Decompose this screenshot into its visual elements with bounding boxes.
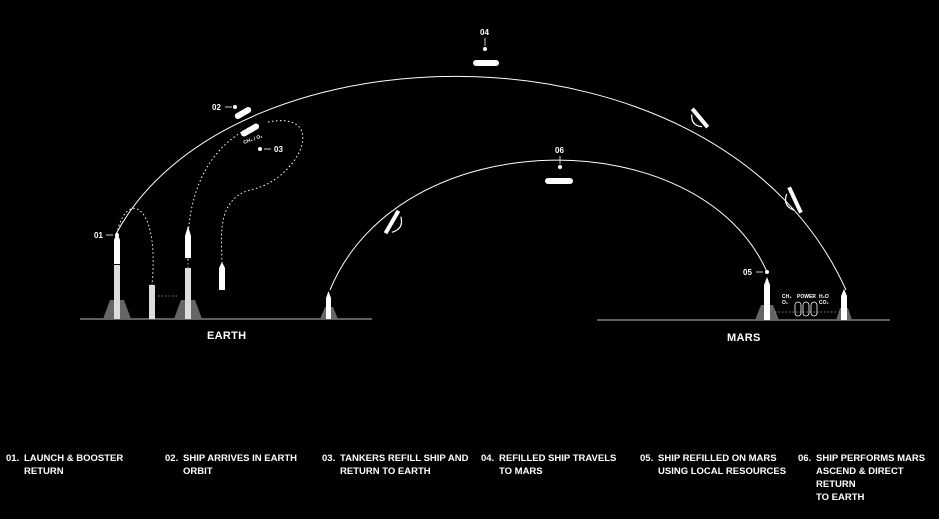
- step-text: SHIP REFILLED ON MARS USING LOCAL RESOUR…: [658, 453, 787, 477]
- return-trajectory: [329, 159, 768, 291]
- marker-03: 03: [258, 145, 283, 154]
- marker-02: 02: [212, 103, 237, 112]
- tanker-landing: [219, 262, 225, 290]
- ship-in-earth-orbit: [234, 107, 252, 119]
- step-number: 02.: [165, 453, 179, 464]
- marker-05: 05: [743, 268, 769, 277]
- step-text: REFILLED SHIP TRAVELS TO MARS: [499, 453, 617, 477]
- marker-06: 06: [555, 146, 564, 169]
- marker-01: 01: [94, 231, 119, 240]
- mars-propellant-plant: [775, 301, 836, 317]
- svg-text:01: 01: [94, 231, 103, 240]
- mars-power-label: POWER: [797, 294, 816, 300]
- step-number: 03.: [322, 453, 336, 464]
- step-text: SHIP ARRIVES IN EARTH ORBIT: [183, 453, 298, 477]
- ship-descent-1: [690, 107, 710, 129]
- earth-label: EARTH: [207, 330, 246, 342]
- step-text: TANKERS REFILL SHIP AND RETURN TO EARTH: [340, 453, 469, 477]
- ship-return-transit: [545, 178, 573, 184]
- mars-label: MARS: [727, 332, 761, 344]
- svg-text:03: 03: [274, 145, 283, 154]
- step-text: SHIP PERFORMS MARS ASCEND & DIRECT RETUR…: [816, 453, 926, 503]
- step-number: 05.: [640, 453, 654, 464]
- step-number: 06.: [798, 453, 812, 464]
- outbound-trajectory: [115, 75, 847, 291]
- step-number: 04.: [481, 453, 495, 464]
- mars-ch4-label: CH₄: [782, 294, 792, 300]
- svg-text:02: 02: [212, 103, 221, 112]
- svg-text:06: 06: [555, 146, 564, 155]
- tanker-ship: [240, 123, 260, 137]
- svg-text:05: 05: [743, 268, 752, 277]
- svg-text:04: 04: [480, 28, 489, 37]
- ship-earth-reentry: [383, 209, 403, 235]
- ship-descent-2: [784, 186, 803, 214]
- tanker-ascent-path: [187, 129, 246, 261]
- mars-ship-on-pad: [755, 277, 779, 320]
- mars-co2-label: CO₂: [819, 300, 829, 306]
- tanker-return-path: [220, 120, 304, 266]
- booster-landed: [149, 285, 155, 319]
- mars-ship-launch: [836, 289, 852, 320]
- earth-launch-stack-2: [174, 226, 202, 319]
- marker-04: 04: [480, 28, 489, 51]
- step-number: 01.: [6, 453, 20, 464]
- earth-launch-stack-1: [103, 232, 131, 319]
- mars-o2-label: O₂: [782, 300, 788, 306]
- ship-launch-return: [320, 291, 338, 319]
- booster-return-path: [116, 207, 154, 286]
- step-text: LAUNCH & BOOSTER RETURN: [24, 453, 124, 477]
- ship-transit-mars: [473, 60, 499, 66]
- mars-h2o-label: H₂O: [819, 294, 829, 300]
- steps-legend: 01. LAUNCH & BOOSTER RETURN 02. SHIP ARR…: [0, 452, 939, 512]
